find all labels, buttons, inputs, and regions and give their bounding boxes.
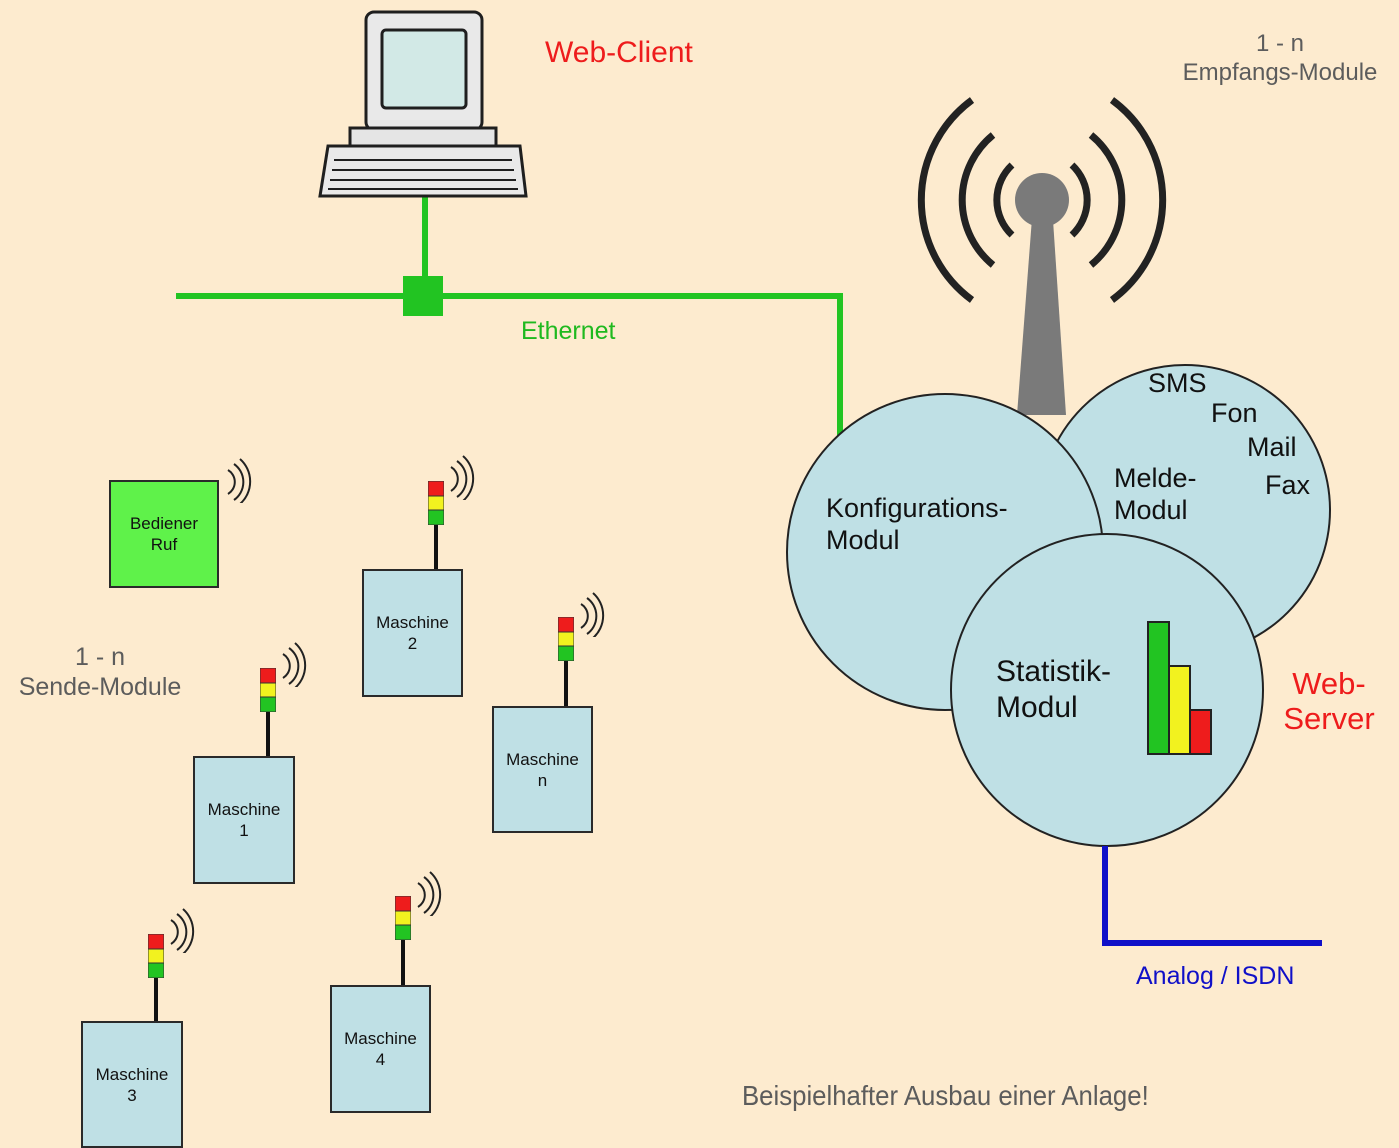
channel-fax-label: Fax [1265,470,1311,500]
wireless-signal-icon [450,455,475,500]
footer-note: Beispielhafter Ausbau einer Anlage! [742,1080,1149,1111]
antenna-icon [917,97,1167,415]
empfangs-module-label: Empfangs-Module [1182,59,1378,86]
wireless-signal-icon [417,871,442,916]
signal-light-icon [260,668,276,712]
statistik-bar-chart [1147,621,1212,755]
sende-module-label: Sende-Module [18,673,182,701]
wireless-signal-icon [170,908,195,953]
ethernet-line [176,197,843,440]
signal-light-icon [558,617,574,661]
sende-count-label: 1 - n [74,643,126,671]
konfigurations-modul-label: Konfigurations- Modul [826,493,1008,555]
analog-isdn-label: Analog / ISDN [1136,962,1295,990]
web-server-label: Web- Server [1283,666,1375,736]
signal-light-icon [428,481,444,525]
channel-fon-label: Fon [1211,398,1258,428]
statistik-bar [1189,709,1212,755]
maschine-4-box: Maschine 4 [330,985,431,1113]
maschine-3-box: Maschine 3 [81,1021,183,1148]
maschine-1-box: Maschine 1 [193,756,295,884]
statistik-modul-label: Statistik- Modul [996,655,1112,724]
web-client-label: Web-Client [545,36,693,69]
network-switch [403,276,443,316]
maschine-2-box: Maschine 2 [362,569,463,697]
signal-poles [154,525,568,1022]
statistik-bar [1147,621,1170,755]
signal-light-icon [148,934,164,978]
channel-sms-label: SMS [1148,368,1207,398]
computer-icon [318,10,528,198]
wireless-signal-icon [282,642,307,687]
wireless-signal-icon [227,458,252,503]
signal-light-icon [395,896,411,940]
melde-modul-label: Melde- Modul [1114,463,1197,525]
ethernet-label: Ethernet [521,317,616,345]
empfangs-count-label: 1 - n [1255,30,1305,57]
bediener-ruf-box: Bediener Ruf [109,480,219,588]
statistik-bar [1168,665,1191,755]
maschine-n-box: Maschine n [492,706,593,833]
wireless-signal-icon [580,592,605,637]
analog-isdn-line [1102,846,1322,946]
channel-mail-label: Mail [1247,432,1297,462]
